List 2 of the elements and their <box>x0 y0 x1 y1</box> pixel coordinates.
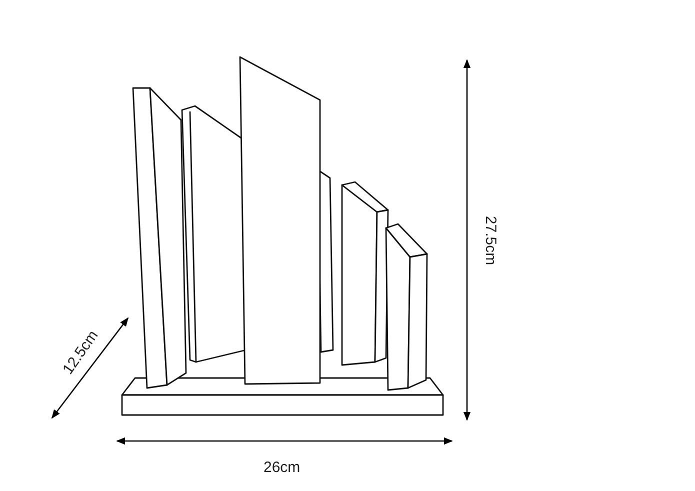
dimension-label: 27.5cm <box>482 215 498 265</box>
dimension-label: 26cm <box>264 460 300 474</box>
